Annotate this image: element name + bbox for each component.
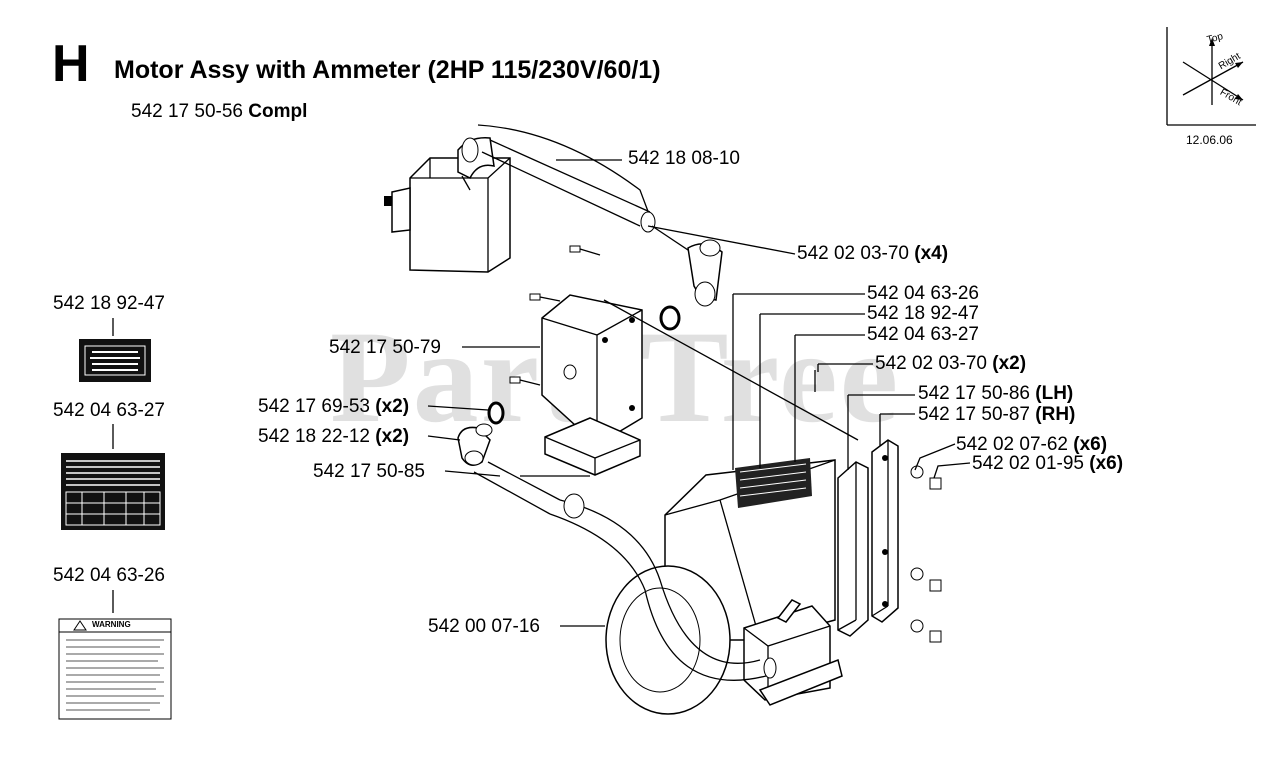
decal-ammeter-label bbox=[79, 318, 151, 382]
section-letter: H bbox=[52, 35, 90, 93]
assembly-suffix: Compl bbox=[248, 101, 308, 122]
warning-heading: WARNING bbox=[92, 620, 131, 629]
assembly-number: 542 17 50-56 Compl bbox=[131, 101, 307, 123]
part-callout[interactable]: 542 02 01-95 (x6) bbox=[972, 453, 1124, 474]
decal-callout[interactable]: 542 04 63-27 bbox=[53, 400, 165, 421]
assembly-part-number[interactable]: 542 17 50-56 bbox=[131, 101, 243, 122]
part-callout[interactable]: 542 04 63-26 bbox=[867, 283, 979, 304]
part-callout[interactable]: 542 02 03-70 (x2) bbox=[875, 353, 1027, 374]
junction-bracket bbox=[541, 294, 643, 476]
orientation-indicator bbox=[1166, 27, 1256, 126]
conduit-upper bbox=[477, 124, 723, 307]
mounting-brackets bbox=[837, 439, 899, 637]
decal-callout[interactable]: 542 18 92-47 bbox=[53, 293, 165, 314]
part-callout[interactable]: 542 17 50-79 bbox=[329, 337, 441, 358]
part-callout[interactable]: 542 17 69-53 (x2) bbox=[258, 396, 410, 417]
revision-date: 12.06.06 bbox=[1186, 133, 1233, 147]
leader-lines bbox=[427, 159, 971, 627]
part-callout[interactable]: 542 18 92-47 bbox=[867, 303, 979, 324]
part-callout[interactable]: 542 17 50-87 (RH) bbox=[918, 404, 1076, 425]
washers-fittings bbox=[457, 305, 942, 643]
part-callout[interactable]: 542 17 50-85 bbox=[313, 461, 425, 482]
conduit-lower bbox=[473, 461, 777, 681]
page-title: Motor Assy with Ammeter (2HP 115/230V/60… bbox=[114, 56, 661, 84]
part-callout[interactable]: 542 18 08-10 bbox=[628, 148, 740, 169]
decal-warning bbox=[58, 590, 172, 720]
part-callout[interactable]: 542 17 50-86 (LH) bbox=[918, 383, 1074, 404]
decal-wiring-chart bbox=[61, 424, 165, 530]
ammeter-box bbox=[384, 137, 511, 273]
part-callout[interactable]: 542 04 63-27 bbox=[867, 324, 979, 345]
part-callout[interactable]: 542 18 22-12 (x2) bbox=[258, 426, 410, 447]
part-callout[interactable]: 542 00 07-16 bbox=[428, 616, 540, 637]
decal-callout[interactable]: 542 04 63-26 bbox=[53, 565, 165, 586]
part-callout[interactable]: 542 02 03-70 (x4) bbox=[797, 243, 949, 264]
part-callout[interactable]: 542 02 07-62 (x6) bbox=[956, 434, 1108, 455]
motor-body bbox=[605, 458, 843, 715]
